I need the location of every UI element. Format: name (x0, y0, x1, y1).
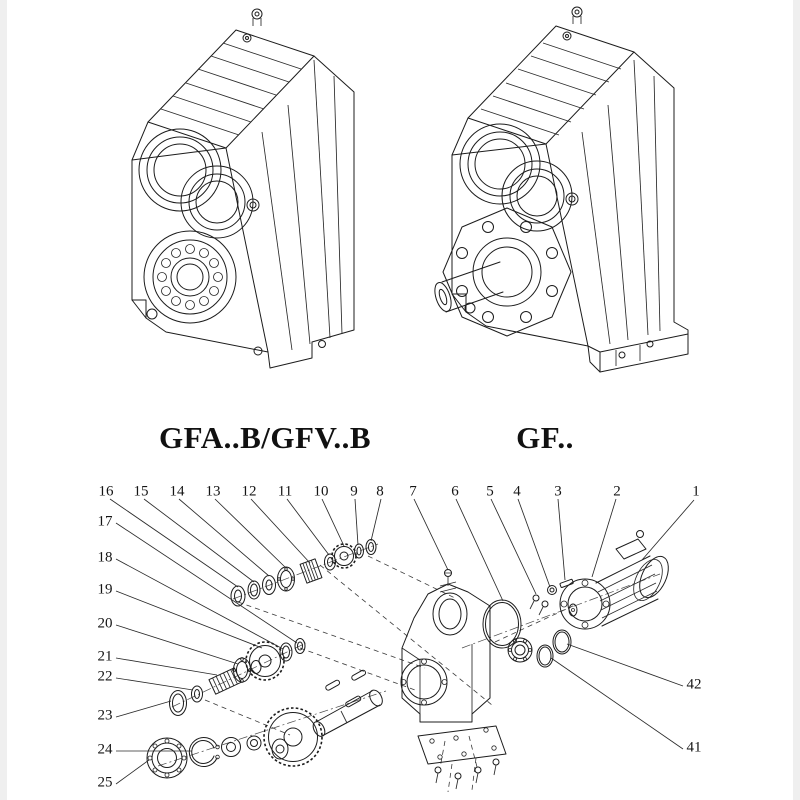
callout-9: 9 (350, 483, 358, 500)
callout-10: 10 (313, 483, 329, 500)
callout-8: 8 (376, 483, 384, 500)
cover-plate-drawing (417, 725, 507, 790)
callout-18: 18 (97, 549, 113, 566)
callout-21: 21 (97, 648, 113, 665)
callout-20: 20 (97, 615, 113, 632)
callout-14: 14 (169, 483, 185, 500)
seal-ring-parts-drawing (482, 578, 574, 668)
callout-6: 6 (451, 483, 459, 500)
callout-12: 12 (241, 483, 257, 500)
output-gear-cluster-drawing (146, 669, 383, 779)
exploded-assembly-drawing (109, 498, 695, 793)
callout-22: 22 (97, 668, 113, 685)
callout-13: 13 (205, 483, 221, 500)
leader-lines (109, 498, 695, 785)
callout-2: 2 (613, 483, 621, 500)
callout-5: 5 (486, 483, 494, 500)
motor-drawing (559, 530, 669, 630)
page-edge-shadow-left (0, 0, 7, 800)
callout-15: 15 (133, 483, 149, 500)
gearbox-gfab-drawing (131, 8, 355, 369)
callout-11: 11 (277, 483, 293, 500)
callout-24: 24 (97, 741, 113, 758)
callout-1: 1 (692, 483, 700, 500)
model-label-left: GFA..B/GFV..B (158, 420, 372, 455)
callout-17: 17 (97, 513, 113, 530)
callout-3: 3 (554, 483, 562, 500)
input-shaft-cluster-drawing (230, 539, 377, 607)
callout-4: 4 (513, 483, 521, 500)
callout-16: 16 (98, 483, 114, 500)
housing-drawing (400, 569, 491, 723)
callout-7: 7 (409, 483, 417, 500)
callout-19: 19 (97, 581, 113, 598)
intermediate-gear-cluster-drawing (169, 638, 306, 716)
callout-23: 23 (97, 707, 113, 724)
callout-41: 41 (686, 739, 702, 756)
page-edge-shadow-right (793, 0, 800, 800)
model-label-right: GF.. (516, 420, 574, 455)
callout-25: 25 (97, 774, 113, 791)
callout-42: 42 (686, 676, 702, 693)
center-axis-lines (157, 543, 661, 793)
gearbox-gf-drawing (434, 6, 689, 373)
